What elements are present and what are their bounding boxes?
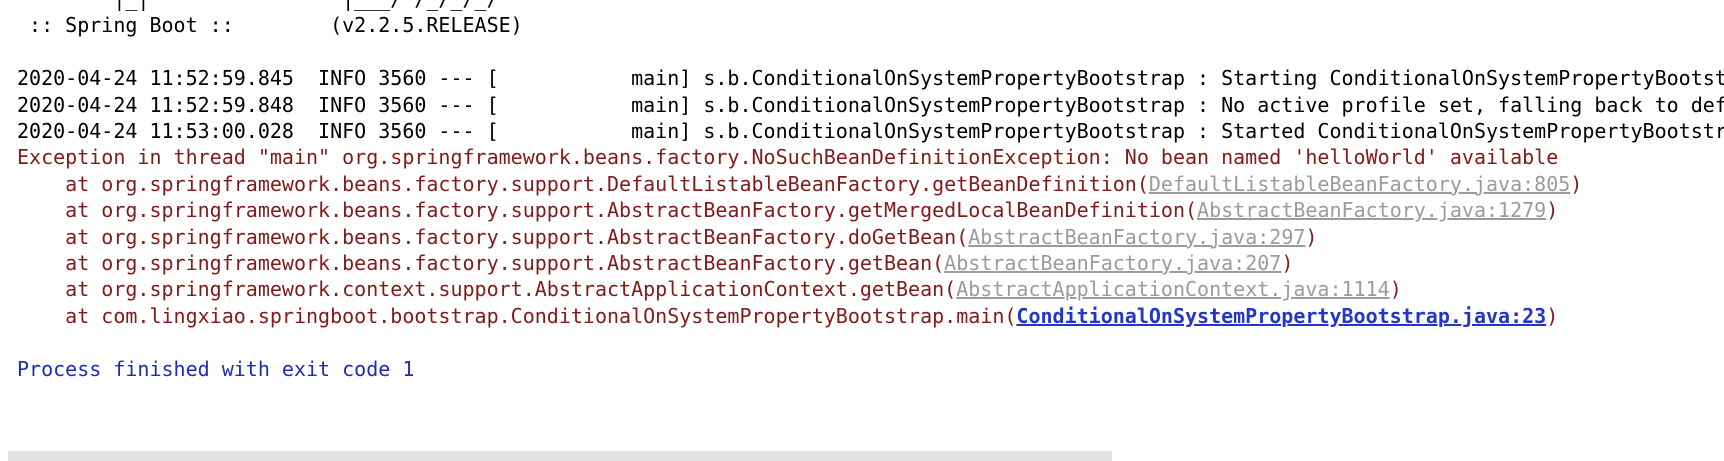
stack-frame-line-text: ) xyxy=(1570,172,1582,196)
user-code-file-link[interactable]: ConditionalOnSystemPropertyBootstrap.jav… xyxy=(1016,304,1546,328)
horizontal-scrollbar-thumb[interactable] xyxy=(8,451,1112,461)
stack-frame-line-text: at org.springframework.beans.factory.sup… xyxy=(17,225,968,249)
stack-frame-file-link[interactable]: AbstractBeanFactory.java:297 xyxy=(968,225,1305,249)
stack-frame-line-text: ) xyxy=(1546,198,1558,222)
log-line-starting-text: 2020-04-24 11:52:59.845 INFO 3560 --- [ … xyxy=(17,66,1724,90)
stack-frame-line-text: ) xyxy=(1305,225,1317,249)
stack-frame-file-link[interactable]: DefaultListableBeanFactory.java:805 xyxy=(1149,172,1570,196)
stack-frame-file-link[interactable]: AbstractBeanFactory.java:207 xyxy=(944,251,1281,275)
stack-frame-file-link[interactable]: AbstractApplicationContext.java:1114 xyxy=(956,277,1389,301)
log-line-started-text: 2020-04-24 11:53:00.028 INFO 3560 --- [ … xyxy=(17,119,1724,143)
banner-art-tail-line-text: |_| |___/ /_/_/_/ xyxy=(17,0,499,11)
stack-frame-line-text: ) xyxy=(1281,251,1293,275)
spring-boot-version-line-text: :: Spring Boot :: (v2.2.5.RELEASE) xyxy=(17,13,523,37)
stack-frame-line-text: ) xyxy=(1546,304,1558,328)
stack-frame-line-text: at org.springframework.beans.factory.sup… xyxy=(17,172,1149,196)
stack-frame-file-link[interactable]: AbstractBeanFactory.java:1279 xyxy=(1197,198,1546,222)
stack-frame-line-text: at org.springframework.beans.factory.sup… xyxy=(17,251,944,275)
stack-frame-line-text: at com.lingxiao.springboot.bootstrap.Con… xyxy=(17,304,1016,328)
stack-frame-line-text: at org.springframework.beans.factory.sup… xyxy=(17,198,1197,222)
stack-frame-line-text: ) xyxy=(1390,277,1402,301)
console-text: |_| |___/ /_/_/_/ :: Spring Boot :: (v2.… xyxy=(0,0,1724,382)
process-exit-line-text: Process finished with exit code 1 xyxy=(17,357,414,381)
stack-frame-line-text: at org.springframework.context.support.A… xyxy=(17,277,956,301)
log-line-no-active-profile-text: 2020-04-24 11:52:59.848 INFO 3560 --- [ … xyxy=(17,93,1724,117)
exception-message-line-text: Exception in thread "main" org.springfra… xyxy=(17,145,1558,169)
